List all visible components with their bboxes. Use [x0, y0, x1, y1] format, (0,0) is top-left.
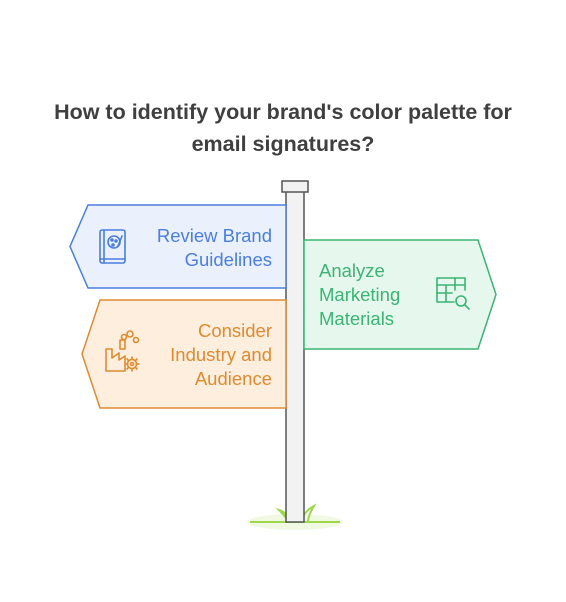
brand-book-icon — [99, 229, 126, 264]
sign-consider-industry-audience — [81, 299, 287, 409]
sign-label-line: Review Brand — [156, 225, 272, 246]
sign-label-analyze: Analyze Marketing Materials — [319, 259, 459, 331]
sign-review-brand-guidelines — [69, 204, 287, 289]
sign-label-review: Review Brand Guidelines — [120, 224, 272, 272]
post-cap — [281, 180, 309, 193]
sign-label-line: Guidelines — [184, 249, 272, 270]
sign-analyze-marketing-materials — [303, 239, 497, 350]
sign-label-line: Marketing — [319, 284, 401, 305]
sign-label-line: Consider — [197, 320, 272, 341]
title-line-1: How to identify your brand's color palet… — [54, 100, 512, 124]
sign-label-line: Audience — [194, 368, 272, 389]
industry-factory-icon — [105, 330, 140, 372]
title-line-2: email signatures? — [191, 132, 375, 156]
sign-post — [285, 187, 305, 523]
sign-label-line: Analyze — [319, 260, 385, 281]
table-search-icon — [436, 277, 470, 310]
sign-label-consider: Consider Industry and Audience — [120, 319, 272, 391]
diagram-title: How to identify your brand's color palet… — [0, 96, 566, 160]
sign-label-line: Industry and — [170, 344, 272, 365]
sign-label-line: Materials — [319, 308, 395, 329]
